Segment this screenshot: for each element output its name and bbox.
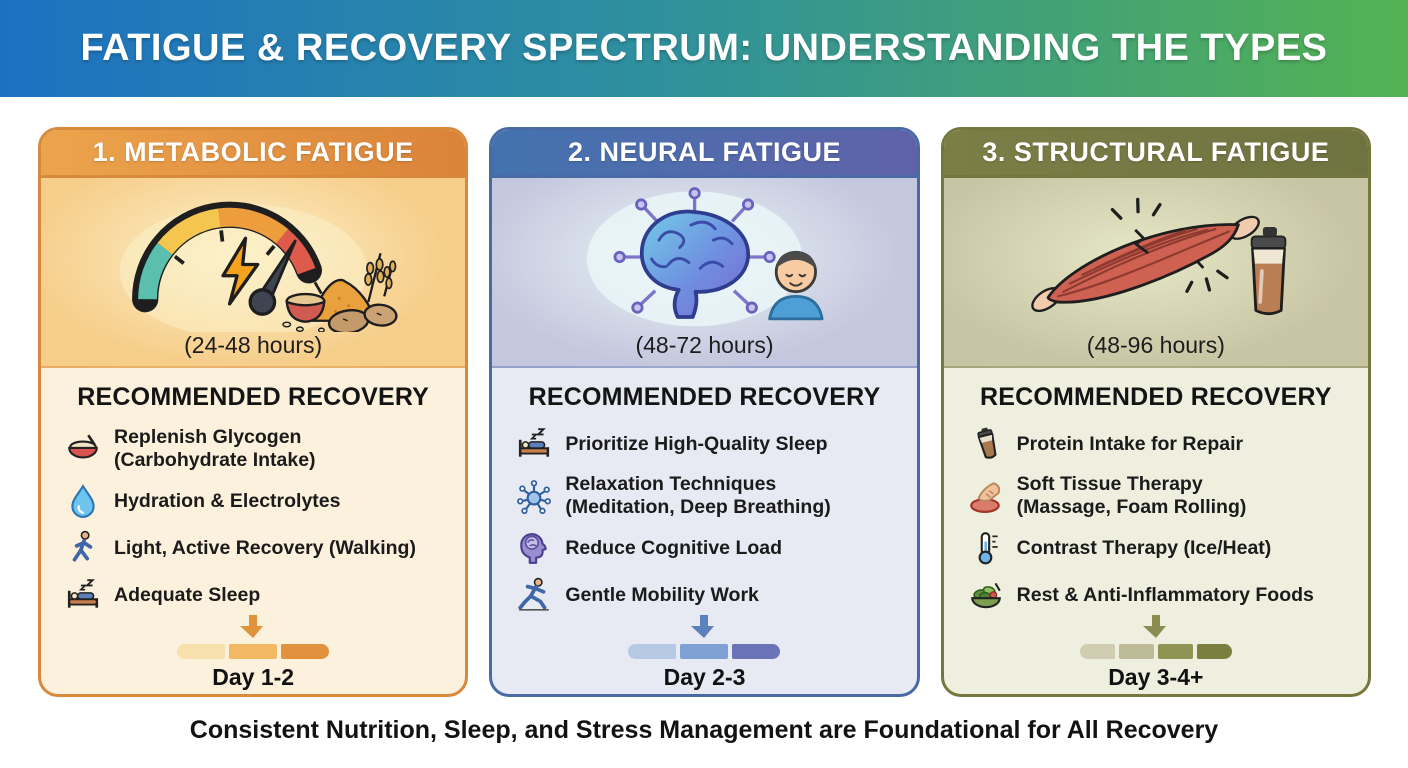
list-item: Prioritize High-Quality Sleep xyxy=(516,426,902,462)
item-text: Replenish Glycogen(Carbohydrate Intake) xyxy=(114,426,316,471)
recovery-timeline: Day 1-2 xyxy=(55,613,451,693)
item-text: Prioritize High-Quality Sleep xyxy=(565,432,828,455)
duration-label: (48-96 hours) xyxy=(1086,332,1225,358)
timeline-segment xyxy=(1196,644,1232,659)
footer-text: Consistent Nutrition, Sleep, and Stress … xyxy=(189,716,1219,744)
timeline-bar xyxy=(628,644,781,659)
recovery-heading: RECOMMENDED RECOVERY xyxy=(77,383,430,411)
recovery-section: RECOMMENDED RECOVERY Replenish Glycogen(… xyxy=(41,368,465,694)
sleeping-bed-icon xyxy=(516,426,552,462)
item-text: Contrast Therapy (Ice/Heat) xyxy=(1016,536,1272,559)
list-item: Reduce Cognitive Load xyxy=(516,530,902,566)
card-structural-fatigue: 3. STRUCTURAL FATIGUE xyxy=(940,127,1371,697)
timeline-day-label: Day 2-3 xyxy=(663,664,746,690)
card-neural-fatigue: 2. NEURAL FATIGUE xyxy=(489,127,920,697)
list-item: Contrast Therapy (Ice/Heat) xyxy=(968,530,1354,566)
card-header: 1. METABOLIC FATIGUE xyxy=(41,130,466,178)
duration-label: (48-72 hours) xyxy=(635,332,774,358)
card-title: 1. METABOLIC FATIGUE xyxy=(92,137,414,167)
mobility-icon xyxy=(516,577,552,613)
timeline-segment xyxy=(1118,644,1154,659)
timeline-segment xyxy=(732,644,781,659)
list-item: Protein Intake for Repair xyxy=(968,426,1354,462)
card-title: 2. NEURAL FATIGUE xyxy=(567,137,841,167)
list-item: Soft Tissue Therapy(Massage, Foam Rollin… xyxy=(968,473,1354,519)
item-text: Light, Active Recovery (Walking) xyxy=(114,536,416,559)
neural-brain-illustration xyxy=(587,187,825,327)
fatigue-cards-row: 1. METABOLIC FATIGUE xyxy=(0,97,1408,697)
timeline-segment xyxy=(229,644,278,659)
fatigue-gauge-illustration xyxy=(120,201,398,332)
list-item: Relaxation Techniques(Meditation, Deep B… xyxy=(516,473,902,519)
list-item: Replenish Glycogen(Carbohydrate Intake) xyxy=(65,426,451,472)
salad-bowl-icon xyxy=(968,577,1004,613)
footer: Consistent Nutrition, Sleep, and Stress … xyxy=(0,697,1408,745)
recovery-section: RECOMMENDED RECOVERY xyxy=(944,368,1368,694)
card-header: 2. NEURAL FATIGUE xyxy=(492,130,917,178)
thermometer-icon xyxy=(968,530,1004,566)
water-drop-icon xyxy=(65,483,101,519)
item-text: Hydration & Electrolytes xyxy=(114,489,341,512)
item-text: Protein Intake for Repair xyxy=(1016,432,1244,455)
recovery-heading: RECOMMENDED RECOVERY xyxy=(979,383,1332,411)
protein-shaker-icon xyxy=(968,426,1004,462)
down-arrow-icon xyxy=(240,615,264,638)
timeline-segment xyxy=(680,644,729,659)
cognitive-load-icon xyxy=(516,530,552,566)
item-text: Gentle Mobility Work xyxy=(565,583,759,606)
list-item: Adequate Sleep xyxy=(65,577,451,613)
recovery-timeline: Day 2-3 xyxy=(506,613,902,693)
rice-bowl-icon xyxy=(65,431,101,467)
card-header: 3. STRUCTURAL FATIGUE xyxy=(943,130,1368,178)
timeline-segment xyxy=(1157,644,1193,659)
page-title: FATIGUE & RECOVERY SPECTRUM: UNDERSTANDI… xyxy=(80,27,1328,69)
item-text: Soft Tissue Therapy(Massage, Foam Rollin… xyxy=(1016,473,1247,518)
item-text: Rest & Anti-Inflammatory Foods xyxy=(1016,583,1314,606)
down-arrow-icon xyxy=(1142,615,1166,638)
recovery-list: Prioritize High-Quality Sleep xyxy=(506,426,902,613)
card-illustration: (24-48 hours) xyxy=(41,178,466,368)
list-item: Gentle Mobility Work xyxy=(516,577,902,613)
card-illustration: (48-96 hours) xyxy=(943,178,1368,368)
card-illustration: (48-72 hours) xyxy=(492,178,917,368)
card-title: 3. STRUCTURAL FATIGUE xyxy=(982,137,1330,167)
item-text: Relaxation Techniques(Meditation, Deep B… xyxy=(565,473,831,518)
recovery-section: RECOMMENDED RECOVERY xyxy=(492,368,916,694)
list-item: Rest & Anti-Inflammatory Foods xyxy=(968,577,1354,613)
recovery-timeline: Day 3-4+ xyxy=(958,613,1354,693)
recovery-list: Protein Intake for Repair Soft Tissue Th… xyxy=(958,426,1354,613)
relaxation-icon xyxy=(516,478,552,514)
torn-muscle-illustration xyxy=(1031,197,1287,316)
timeline-segment xyxy=(1079,644,1115,659)
item-text: Reduce Cognitive Load xyxy=(565,536,783,559)
recovery-heading: RECOMMENDED RECOVERY xyxy=(528,383,881,411)
timeline-bar xyxy=(1079,644,1232,659)
sleeping-bed-icon xyxy=(65,577,101,613)
item-text: Adequate Sleep xyxy=(114,583,261,606)
timeline-day-label: Day 1-2 xyxy=(212,664,295,690)
timeline-segment xyxy=(177,644,226,659)
card-metabolic-fatigue: 1. METABOLIC FATIGUE xyxy=(38,127,469,697)
timeline-segment xyxy=(281,644,330,659)
banner: FATIGUE & RECOVERY SPECTRUM: UNDERSTANDI… xyxy=(0,0,1408,97)
timeline-bar xyxy=(177,644,330,659)
duration-label: (24-48 hours) xyxy=(184,332,323,358)
list-item: Light, Active Recovery (Walking) xyxy=(65,530,451,566)
timeline-segment xyxy=(628,644,677,659)
list-item: Hydration & Electrolytes xyxy=(65,483,451,519)
timeline-day-label: Day 3-4+ xyxy=(1108,664,1204,690)
massage-icon xyxy=(968,478,1004,514)
recovery-list: Replenish Glycogen(Carbohydrate Intake) … xyxy=(55,426,451,613)
walking-person-icon xyxy=(65,530,101,566)
down-arrow-icon xyxy=(691,615,715,638)
